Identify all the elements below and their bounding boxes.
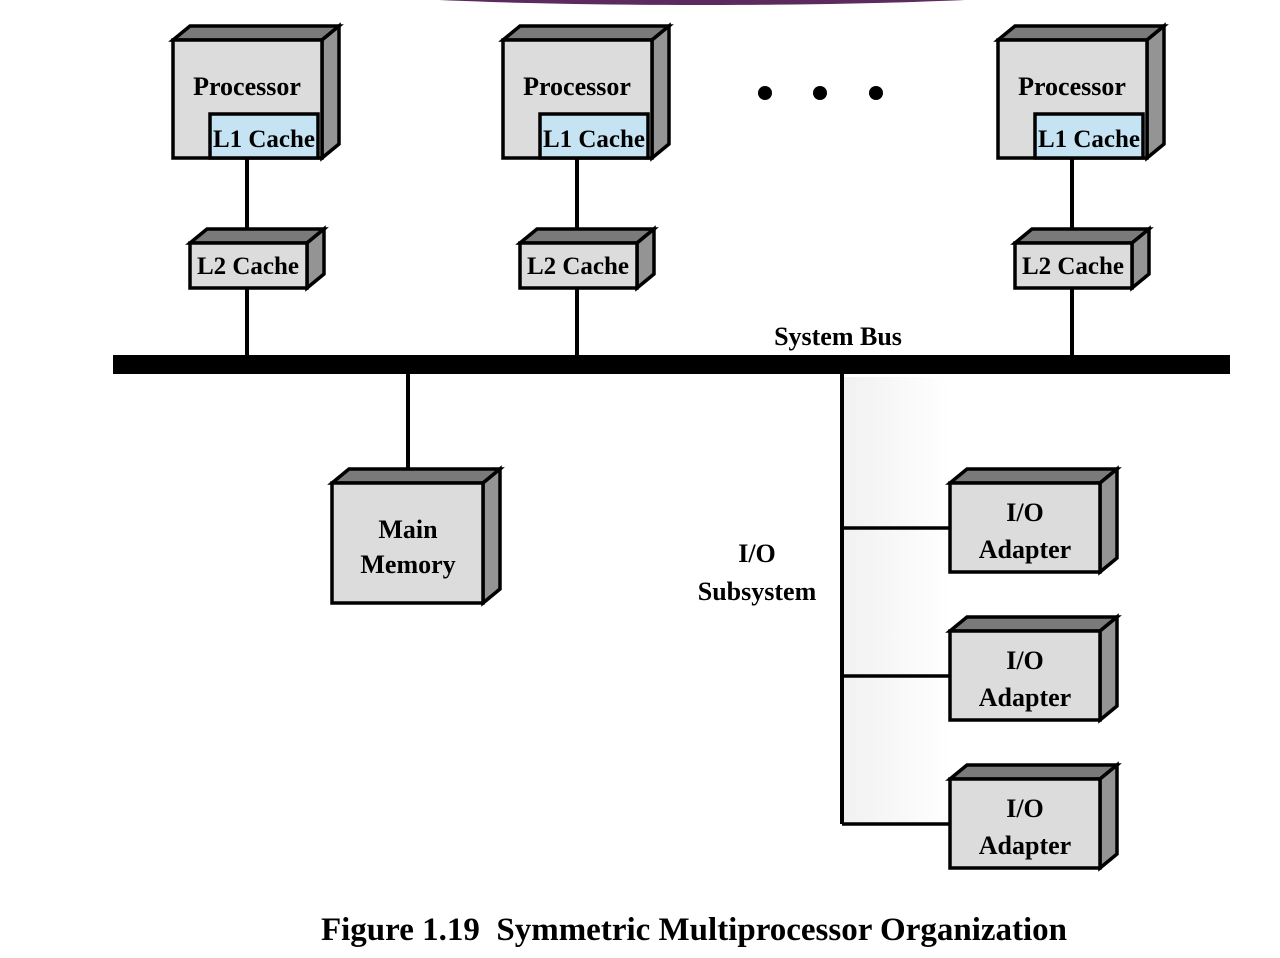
- main-memory-label-line2: Memory: [360, 550, 455, 579]
- main-memory-box-side-face: [481, 465, 502, 607]
- main-memory-box: [330, 481, 485, 605]
- l1-cache-label: L1 Cache: [1038, 126, 1140, 153]
- processor-box-top-face: [168, 24, 344, 42]
- io-adapter-label-line2: Adapter: [979, 831, 1071, 860]
- l2-cache-box-top-face: [515, 227, 659, 245]
- processor-box-top-face: [498, 24, 674, 42]
- l2-cache-label: L2 Cache: [527, 253, 629, 280]
- io-subsystem-shading: [844, 377, 950, 824]
- system-bus: [113, 355, 1230, 374]
- processor-group-3: Processor L1 Cache L2 Cache: [993, 22, 1169, 356]
- top-decoration-ellipse: [439, 0, 965, 5]
- io-adapter-box-top-face: [945, 467, 1122, 485]
- l2-cache-box: [518, 241, 639, 290]
- io-adapter-box: [948, 629, 1102, 722]
- l2-cache-box-top-face: [1010, 227, 1154, 245]
- l1-cache-box: [538, 112, 650, 160]
- ellipsis-dots: [758, 86, 883, 100]
- io-adapter-box-side-face: [1098, 613, 1119, 724]
- processor-label: Processor: [523, 72, 631, 101]
- l1-cache-box: [1033, 112, 1145, 160]
- io-adapter-box: [948, 481, 1102, 574]
- l2-cache-label: L2 Cache: [197, 253, 299, 280]
- main-memory-label-line1: Main: [378, 515, 438, 544]
- io-adapter-group-2: I/O Adapter: [945, 613, 1122, 724]
- ellipsis-dot: [869, 86, 883, 100]
- processor-label: Processor: [1018, 72, 1126, 101]
- l1-cache-label: L1 Cache: [543, 126, 645, 153]
- io-adapter-box-top-face: [945, 763, 1122, 781]
- io-subsystem-label-line2: Subsystem: [698, 577, 817, 606]
- io-adapter-label-line1: I/O: [1006, 498, 1044, 527]
- io-subsystem-label-line1: I/O: [738, 539, 776, 568]
- processor-box-side-face: [1145, 22, 1166, 162]
- processor-box-top-face: [993, 24, 1169, 42]
- l2-cache-box-top-face: [185, 227, 329, 245]
- processor-group-1: Processor L1 Cache L2 Cache: [168, 22, 344, 356]
- processor-label: Processor: [193, 72, 301, 101]
- l2-cache-label: L2 Cache: [1022, 253, 1124, 280]
- figure-caption: Figure 1.19 Symmetric Multiprocessor Org…: [321, 912, 1067, 948]
- io-adapter-box-top-face: [945, 615, 1122, 633]
- io-adapter-group-1: I/O Adapter: [945, 465, 1122, 576]
- l2-cache-box: [188, 241, 309, 290]
- io-adapter-label-line2: Adapter: [979, 535, 1071, 564]
- system-bus-label: System Bus: [774, 322, 902, 351]
- io-adapter-label-line1: I/O: [1006, 646, 1044, 675]
- io-adapter-box-side-face: [1098, 761, 1119, 872]
- main-memory-group: Main Memory: [327, 374, 505, 607]
- io-subsystem-group: I/O Subsystem I/O Adapter I/O Adapter I/…: [698, 374, 1122, 872]
- processor-box-side-face: [650, 22, 671, 162]
- ellipsis-dot: [758, 86, 772, 100]
- l1-cache-box: [208, 112, 320, 160]
- io-adapter-label-line2: Adapter: [979, 683, 1071, 712]
- io-adapter-label-line1: I/O: [1006, 794, 1044, 823]
- processor-group-2: Processor L1 Cache L2 Cache: [498, 22, 674, 356]
- processor-box-side-face: [320, 22, 341, 162]
- ellipsis-dot: [813, 86, 827, 100]
- main-memory-box-top-face: [327, 467, 505, 485]
- io-adapter-box: [948, 777, 1102, 870]
- l2-cache-box: [1013, 241, 1134, 290]
- l1-cache-label: L1 Cache: [213, 126, 315, 153]
- io-adapter-group-3: I/O Adapter: [945, 761, 1122, 872]
- io-adapter-box-side-face: [1098, 465, 1119, 576]
